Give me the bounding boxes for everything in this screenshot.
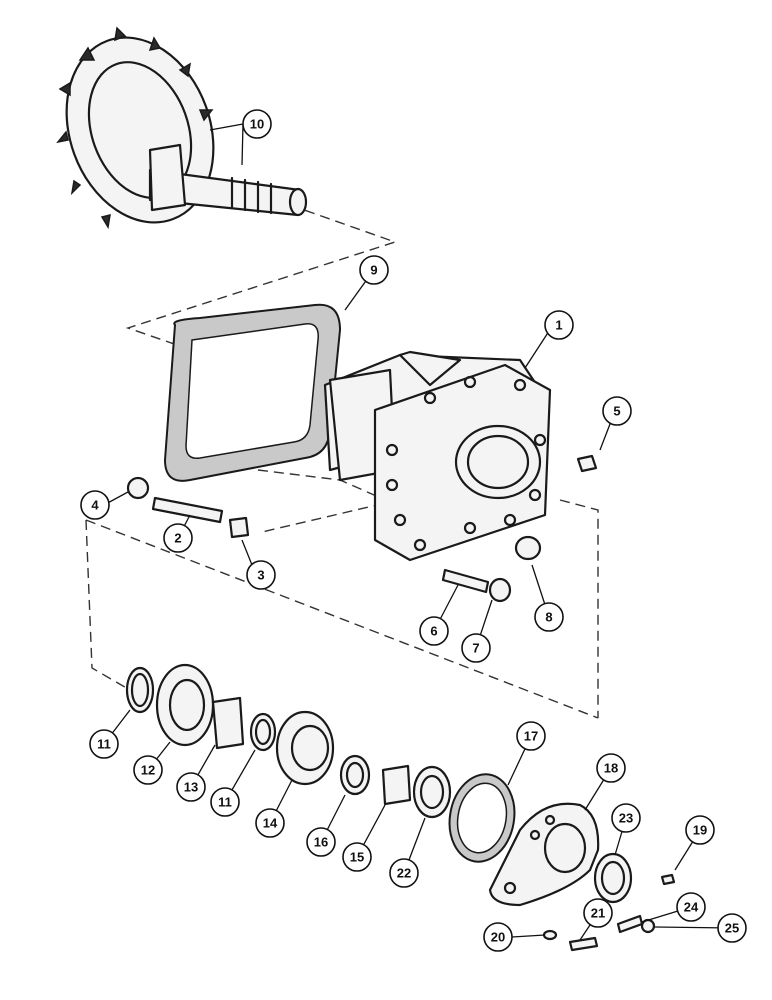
svg-text:11: 11 <box>97 737 111 752</box>
callout-13: 13 <box>176 772 206 802</box>
callout-5: 5 <box>602 396 632 426</box>
callout-3: 3 <box>246 560 276 590</box>
callout-16: 16 <box>306 827 336 857</box>
callout-17: 17 <box>516 721 546 751</box>
svg-text:11: 11 <box>218 795 232 810</box>
small-fasteners <box>126 454 598 603</box>
ring-gear-and-pinion <box>56 26 308 230</box>
callout-12: 12 <box>133 755 163 785</box>
housing-gasket <box>163 303 342 482</box>
svg-text:1: 1 <box>555 318 562 333</box>
svg-text:25: 25 <box>725 921 739 936</box>
callout-9: 9 <box>359 255 389 285</box>
svg-text:22: 22 <box>397 866 411 881</box>
svg-text:17: 17 <box>524 729 538 744</box>
callout-6: 6 <box>419 616 449 646</box>
svg-text:4: 4 <box>91 498 99 513</box>
callout-20: 20 <box>483 922 513 952</box>
end-cover-and-hardware <box>488 802 676 952</box>
callout-11-right: 11 <box>210 787 240 817</box>
callout-24: 24 <box>676 892 706 922</box>
differential-housing <box>323 350 552 562</box>
svg-text:10: 10 <box>250 117 264 132</box>
callout-21: 21 <box>583 898 613 928</box>
svg-text:19: 19 <box>693 823 707 838</box>
callout-8: 8 <box>534 602 564 632</box>
callout-2: 2 <box>163 523 193 553</box>
svg-text:13: 13 <box>184 780 198 795</box>
svg-text:15: 15 <box>350 850 364 865</box>
callout-19: 19 <box>685 815 715 845</box>
callout-22: 22 <box>389 858 419 888</box>
svg-text:18: 18 <box>604 761 618 776</box>
callout-14: 14 <box>255 808 285 838</box>
svg-text:8: 8 <box>545 610 552 625</box>
callout-11-left: 11 <box>89 729 119 759</box>
svg-text:24: 24 <box>684 900 699 915</box>
svg-text:21: 21 <box>591 906 605 921</box>
svg-text:2: 2 <box>174 531 181 546</box>
callout-10: 10 <box>242 109 272 139</box>
svg-text:6: 6 <box>430 624 437 639</box>
svg-text:20: 20 <box>491 930 505 945</box>
bearing-stack <box>125 663 516 863</box>
callout-23: 23 <box>611 803 641 833</box>
callout-18: 18 <box>596 753 626 783</box>
svg-text:9: 9 <box>370 263 377 278</box>
callout-labels: 10 9 1 5 4 2 3 6 7 8 11 12 13 11 14 16 1… <box>80 109 747 952</box>
svg-text:12: 12 <box>141 763 155 778</box>
svg-text:16: 16 <box>314 835 328 850</box>
svg-text:7: 7 <box>472 641 479 656</box>
assembly-guide-lines <box>85 204 599 719</box>
svg-text:14: 14 <box>263 816 278 831</box>
callout-4: 4 <box>80 490 110 520</box>
svg-text:5: 5 <box>613 404 620 419</box>
svg-text:3: 3 <box>257 568 264 583</box>
callout-25: 25 <box>717 913 747 943</box>
svg-text:23: 23 <box>619 811 633 826</box>
callout-7: 7 <box>461 633 491 663</box>
callout-15: 15 <box>342 842 372 872</box>
callout-1: 1 <box>544 310 574 340</box>
